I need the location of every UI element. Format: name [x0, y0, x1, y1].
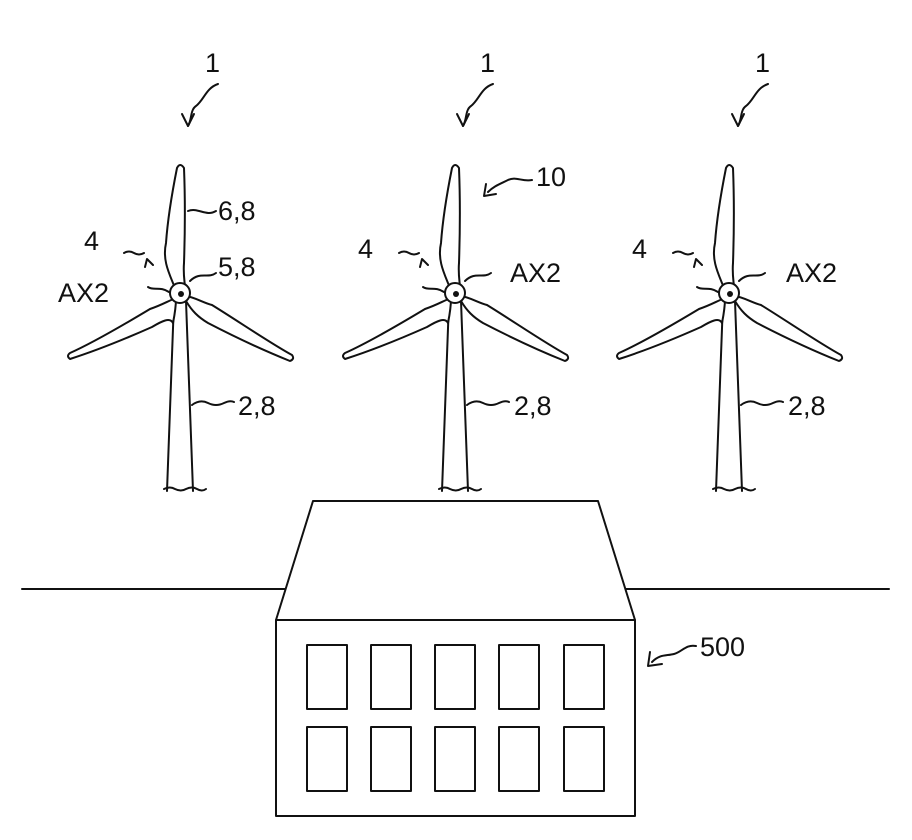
hub-leader [190, 273, 216, 281]
turbine-2-system-arrow [484, 179, 532, 196]
turbine-2-tower-label: 2,8 [514, 391, 552, 421]
turbine-1-blade-label: 6,8 [218, 196, 256, 226]
turbine-3-ref: 1 [755, 48, 770, 78]
turbine-1-hub-label: 5,8 [218, 252, 256, 282]
building-roof [276, 501, 635, 620]
turbine-3-rotor-label: 4 [632, 234, 647, 264]
turbine-2-ref: 1 [480, 48, 495, 78]
turbine-1-rotor-label: 4 [84, 226, 99, 256]
turbine-3 [617, 165, 842, 491]
turbine-2-ref-arrow [457, 84, 493, 126]
turbine-1 [68, 165, 293, 491]
building-ref-arrow [648, 646, 696, 666]
turbine-2-system-label: 10 [536, 162, 566, 192]
building-ref: 500 [700, 632, 745, 662]
turbine-1-ref: 1 [205, 48, 220, 78]
turbine-2-rotor-label: 4 [358, 234, 373, 264]
hub-leader [739, 273, 765, 281]
turbine-3-ref-arrow [732, 84, 768, 126]
turbine-3-axis-label: AX2 [786, 258, 837, 288]
turbine-1-axis-label: AX2 [58, 278, 109, 308]
building [276, 501, 635, 816]
turbine-1-ref-arrow [182, 84, 218, 126]
turbine-2-axis-label: AX2 [510, 258, 561, 288]
turbine-1-tower-label: 2,8 [238, 391, 276, 421]
building-facade [276, 620, 635, 816]
hub-leader [465, 273, 491, 281]
blade-leader [188, 210, 216, 213]
turbine-3-tower-label: 2,8 [788, 391, 826, 421]
turbine-2 [343, 165, 568, 491]
